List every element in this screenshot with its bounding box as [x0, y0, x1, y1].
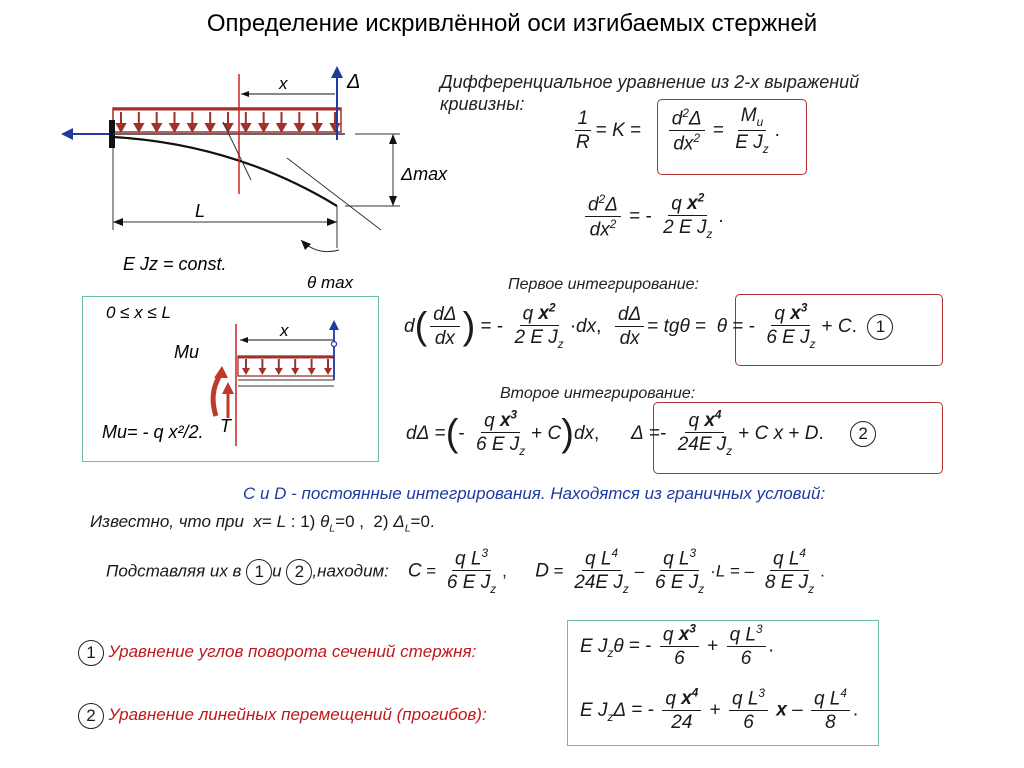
- inset-box: [82, 296, 379, 462]
- first-integration-heading: Первое интегрирование:: [508, 276, 699, 293]
- inset-diagram: 0 ≤ x ≤ L x Mи T Mи= - q x²/2.: [102, 303, 339, 446]
- substituting-label: Подставляя их в: [106, 561, 242, 581]
- diff-heading-2: кривизны:: [440, 94, 525, 114]
- delta-max-label: Δmax: [400, 164, 448, 184]
- ej-const-label: E Jz = const.: [123, 254, 227, 274]
- boundary-conditions: Известно, что при x= L : 1) θL=0 , 2) ΔL…: [90, 512, 435, 535]
- known-label: Известно, что при: [90, 512, 244, 531]
- first-integration-box: [735, 294, 943, 366]
- eq2-label: Уравнение линейных перемещений (прогибов…: [108, 705, 487, 725]
- eq2-marker: 2: [850, 421, 877, 448]
- eq1-label: Уравнение углов поворота сечений стержня…: [108, 642, 477, 662]
- beam-diagram: x Δ Δmax L E Jz = const. θ max: [61, 66, 448, 292]
- delta-label: Δ: [346, 71, 360, 93]
- diff-heading-1: Дифференциальное уравнение из 2-х выраже…: [440, 72, 860, 92]
- eq1-marker: 1: [867, 314, 894, 341]
- eq1-row: 1 Уравнение углов поворота сечений стерж…: [78, 640, 476, 666]
- moment-formula: Mи= - q x²/2.: [102, 422, 204, 442]
- page-title: Определение искривлённой оси изгибаемых …: [206, 10, 818, 37]
- final-equations-box: [567, 620, 879, 746]
- second-integration-heading: Второе интегрирование:: [500, 385, 696, 402]
- x-label: x: [278, 74, 288, 93]
- shear-label: T: [220, 416, 233, 436]
- curvature-box: [657, 99, 807, 175]
- L-label: L: [195, 201, 205, 221]
- inset-x-label: x: [279, 321, 289, 340]
- moment-label: Mи: [174, 342, 199, 362]
- range-label: 0 ≤ x ≤ L: [106, 303, 171, 322]
- constants-note: C и D - постоянные интегрирования. Наход…: [243, 484, 826, 503]
- second-integration-box: [653, 402, 943, 474]
- eq2-row: 2 Уравнение линейных перемещений (прогиб…: [78, 703, 487, 729]
- theta-max-label: θ max: [307, 273, 354, 292]
